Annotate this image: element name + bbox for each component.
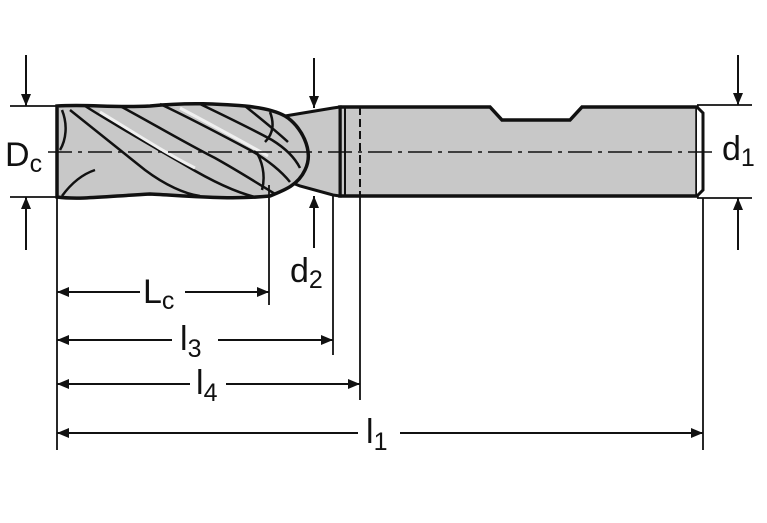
label-d2: d2 (290, 252, 323, 294)
label-lc: Lc (143, 273, 174, 315)
end-mill-tool (55, 101, 705, 200)
label-l1: l1 (366, 413, 387, 456)
label-l4: l4 (196, 364, 218, 407)
length-dimensions (57, 287, 703, 438)
tool-flutes (58, 102, 302, 199)
flute-highlights (99, 106, 269, 170)
label-dc: Dc (5, 136, 42, 178)
diameter-arrows (21, 55, 743, 250)
label-l3: l3 (180, 320, 201, 363)
label-d1: d1 (722, 130, 755, 172)
